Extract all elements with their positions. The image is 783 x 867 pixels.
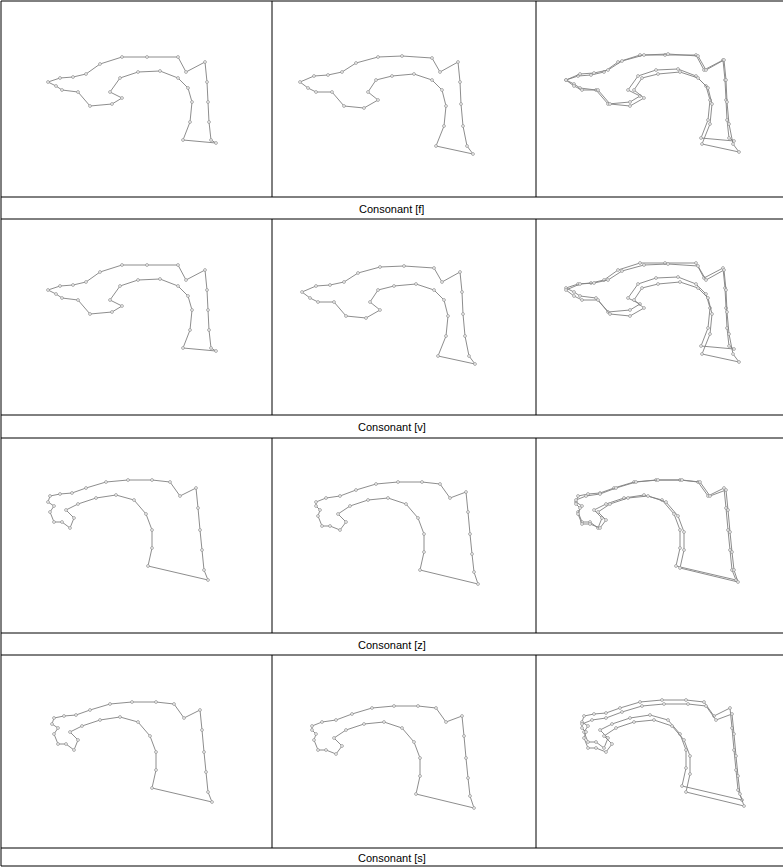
tract-contours-s xyxy=(52,700,744,808)
tract-contours-f xyxy=(48,54,739,154)
row-caption: Consonant [f] xyxy=(359,203,424,216)
row-caption: Consonant [s] xyxy=(358,852,426,865)
row-caption: Consonant [z] xyxy=(358,639,426,652)
tract-contours-v xyxy=(48,263,739,364)
tract-contours-z xyxy=(48,480,738,584)
row-caption: Consonant [v] xyxy=(358,421,426,434)
